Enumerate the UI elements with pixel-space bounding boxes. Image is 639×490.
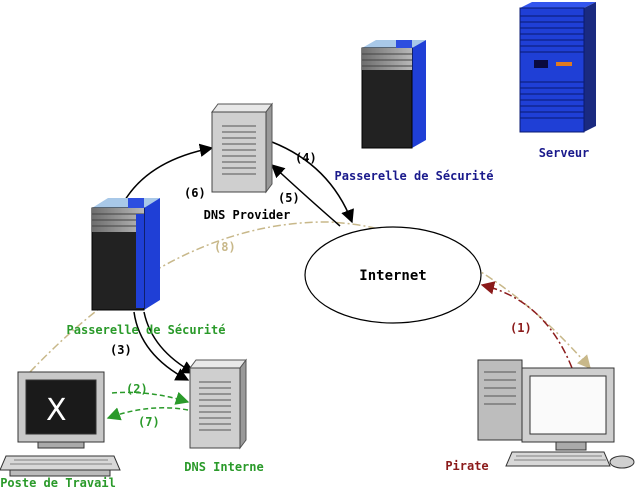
- dns-provider-label: DNS Provider: [204, 208, 291, 222]
- flow-3-path-a: [133, 311, 190, 381]
- dns-interne-label: DNS Interne: [184, 460, 263, 474]
- flow-7-path: [106, 407, 189, 421]
- poste-label: Poste de Travail: [0, 476, 116, 490]
- pirate-label: Pirate: [445, 459, 488, 473]
- flow-1-path: [480, 281, 573, 369]
- passerelle-top-icon: [361, 40, 426, 149]
- internet-ellipse: [304, 226, 482, 324]
- serveur-icon: [519, 2, 596, 133]
- passerelle-top-label: Passerelle de Sécurité: [335, 169, 494, 183]
- screen-glyph: X: [46, 393, 67, 428]
- step-label-7: (7): [138, 415, 160, 429]
- step-label-5: (5): [278, 191, 300, 205]
- flow-4-path: [271, 141, 354, 224]
- step-label-3: (3): [110, 343, 132, 357]
- internet-label: Internet: [359, 268, 426, 284]
- passerelle-left-label: Passerelle de Sécurité: [67, 323, 226, 337]
- step-label-8: (8): [214, 240, 236, 254]
- step-label-2: (2): [126, 382, 148, 396]
- serveur-label: Serveur: [539, 146, 590, 160]
- dns-provider-icon: [211, 102, 273, 194]
- step-label-1: (1): [510, 321, 532, 335]
- workstation-icon: [0, 371, 121, 477]
- flow-3-path-b: [143, 311, 196, 374]
- step-label-4: (4): [295, 151, 317, 165]
- dns-interne-icon: [189, 358, 247, 450]
- pirate-computer-icon: [477, 359, 635, 469]
- passerelle-left-icon: [91, 198, 160, 311]
- flow-5-path: [271, 164, 341, 227]
- step-label-6: (6): [184, 186, 206, 200]
- flow-6-path: [124, 143, 214, 201]
- flow-2-path: [111, 391, 190, 405]
